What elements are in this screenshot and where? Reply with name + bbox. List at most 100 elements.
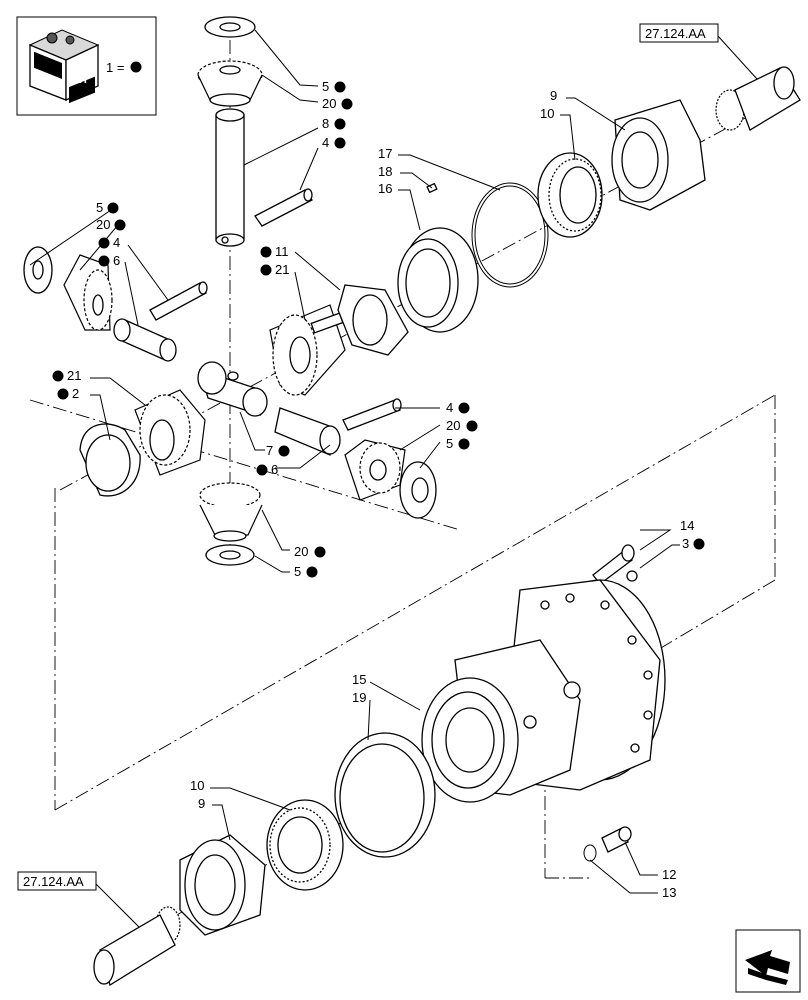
part-side-gear-top[interactable]: [197, 60, 263, 107]
callout-5-right[interactable]: 5: [446, 436, 470, 451]
part-pinion-gear-left[interactable]: [63, 254, 113, 331]
svg-text:2: 2: [72, 386, 79, 401]
part-bearing-10-top[interactable]: [537, 152, 603, 238]
callout-17[interactable]: 17: [378, 146, 392, 161]
callout-5-left[interactable]: 5: [96, 200, 119, 215]
callout-6-left[interactable]: 6: [98, 253, 121, 268]
callout-4-left[interactable]: 4: [98, 235, 121, 250]
callout-labels: 5 20 8 4 9 10 17 18 16 5 20 4 6 11 21 21…: [52, 79, 705, 900]
callout-20-bottom[interactable]: 20: [294, 544, 326, 559]
part-pin-4-left[interactable]: [149, 281, 208, 321]
reference-bottom-left[interactable]: 27.124.AA: [17, 871, 143, 931]
callout-15[interactable]: 15: [352, 672, 366, 687]
svg-text:20: 20: [96, 217, 110, 232]
svg-text:4: 4: [113, 235, 120, 250]
svg-text:8: 8: [322, 116, 329, 131]
callout-14[interactable]: 14: [680, 518, 694, 533]
callout-19[interactable]: 19: [352, 690, 366, 705]
callout-10-top[interactable]: 10: [540, 106, 554, 121]
kit-legend-box: KIT KIT 1 =: [16, 16, 157, 116]
svg-text:10: 10: [540, 106, 554, 121]
callout-5-bottom[interactable]: 5: [294, 564, 318, 579]
part-adjuster-ring-16[interactable]: [397, 227, 479, 333]
svg-text:3: 3: [682, 536, 689, 551]
part-washer-bottom[interactable]: [205, 544, 255, 566]
svg-text:10: 10: [190, 778, 204, 793]
callout-4-right[interactable]: 4: [446, 400, 470, 415]
svg-text:17: 17: [378, 146, 392, 161]
part-bearing-cup-9-top[interactable]: [611, 99, 706, 211]
svg-text:7: 7: [266, 443, 273, 458]
part-washer-3[interactable]: [626, 570, 638, 582]
callout-16[interactable]: 16: [378, 181, 392, 196]
callout-8[interactable]: 8: [322, 116, 346, 131]
callout-11[interactable]: 11: [260, 244, 289, 259]
part-snap-ring-17[interactable]: [471, 182, 549, 288]
callout-21-left[interactable]: 21: [52, 368, 82, 383]
svg-text:20: 20: [446, 418, 460, 433]
callout-4-top[interactable]: 4: [322, 135, 346, 150]
part-washer-right[interactable]: [399, 461, 437, 519]
svg-text:27.124.AA: 27.124.AA: [23, 874, 84, 889]
svg-text:6: 6: [271, 462, 278, 477]
part-differential-case-15[interactable]: [421, 579, 666, 803]
svg-text:5: 5: [96, 200, 103, 215]
part-pin-4-right[interactable]: [342, 398, 402, 431]
callout-18[interactable]: 18: [378, 164, 392, 179]
part-pin-4-top[interactable]: [254, 188, 313, 227]
part-spider-7[interactable]: [197, 361, 268, 417]
svg-text:5: 5: [294, 564, 301, 579]
svg-text:4: 4: [322, 135, 329, 150]
next-page-arrow-icon[interactable]: [735, 929, 801, 993]
part-pinion-gear-bottom[interactable]: [199, 482, 263, 542]
part-ring-19[interactable]: [334, 732, 436, 858]
kit-legend-text: 1 =: [106, 60, 124, 75]
callout-20-top[interactable]: 20: [322, 96, 353, 111]
svg-text:20: 20: [294, 544, 308, 559]
svg-text:9: 9: [198, 796, 205, 811]
svg-text:4: 4: [446, 400, 453, 415]
callout-9-top[interactable]: 9: [550, 88, 557, 103]
svg-text:15: 15: [352, 672, 366, 687]
part-thrust-washer-2[interactable]: [79, 423, 141, 497]
part-shaft-6-right[interactable]: [274, 407, 341, 456]
svg-text:20: 20: [322, 96, 336, 111]
svg-text:14: 14: [680, 518, 694, 533]
part-axle-shaft-top[interactable]: [715, 66, 801, 131]
part-pin-12[interactable]: [601, 826, 632, 853]
svg-text:21: 21: [275, 262, 289, 277]
part-clip-13[interactable]: [583, 844, 597, 862]
callout-3[interactable]: 3: [682, 536, 705, 551]
part-pinion-gear-right[interactable]: [344, 439, 406, 501]
reference-top-right[interactable]: 27.124.AA: [639, 23, 758, 80]
svg-text:5: 5: [322, 79, 329, 94]
part-shaft-6-left[interactable]: [113, 318, 177, 362]
callout-20-left[interactable]: 20: [96, 217, 126, 232]
callout-6-right[interactable]: 6: [256, 462, 279, 477]
kit-legend-dot: [130, 61, 142, 73]
callout-20-right[interactable]: 20: [446, 418, 478, 433]
callout-9-bottom[interactable]: 9: [198, 796, 205, 811]
callout-10-bottom[interactable]: 10: [190, 778, 204, 793]
part-side-gear-21-left[interactable]: [134, 389, 206, 476]
svg-text:12: 12: [662, 867, 676, 882]
callout-2[interactable]: 2: [57, 386, 80, 401]
part-axle-shaft-bottom[interactable]: [93, 906, 181, 987]
svg-text:6: 6: [113, 253, 120, 268]
svg-text:19: 19: [352, 690, 366, 705]
callout-13[interactable]: 13: [662, 885, 676, 900]
callout-12[interactable]: 12: [662, 867, 676, 882]
part-bearing-cup-9-bottom[interactable]: [179, 834, 266, 936]
callout-5-top[interactable]: 5: [322, 79, 346, 94]
part-washer-left[interactable]: [23, 246, 53, 294]
callout-21-center[interactable]: 21: [260, 262, 290, 277]
part-washer-top[interactable]: [204, 16, 256, 38]
part-bearing-10-bottom[interactable]: [266, 799, 344, 891]
part-side-gear-21-center[interactable]: [269, 304, 346, 396]
svg-text:18: 18: [378, 164, 392, 179]
part-thrust-washer-11[interactable]: [337, 284, 409, 356]
svg-text:13: 13: [662, 885, 676, 900]
part-cross-shaft-8[interactable]: [215, 108, 245, 247]
callout-7[interactable]: 7: [266, 443, 290, 458]
leader-lines: [29, 29, 680, 894]
